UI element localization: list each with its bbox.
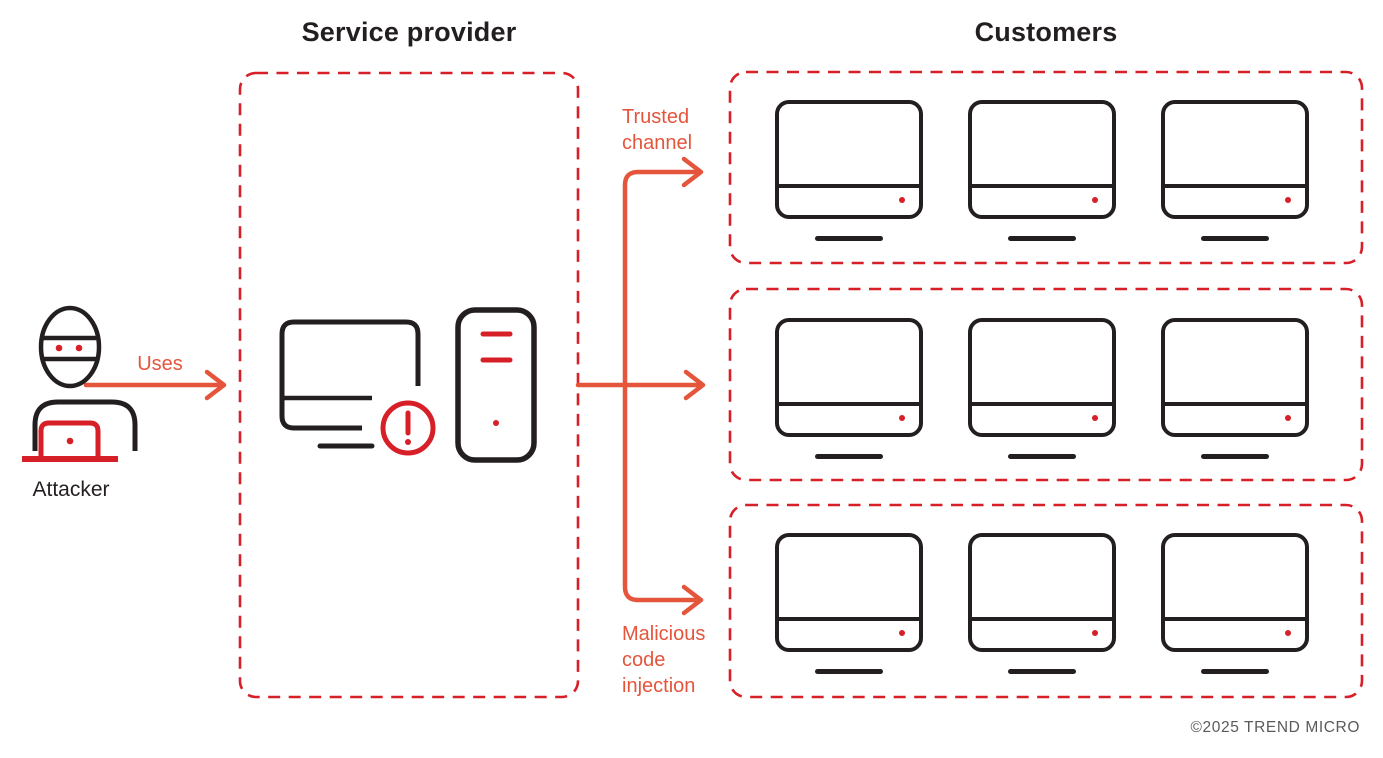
monitor-stand <box>1008 236 1076 241</box>
service-provider-title: Service provider <box>301 17 517 47</box>
monitor-screen <box>1161 318 1309 437</box>
monitor-stand <box>1008 454 1076 459</box>
desktop-monitor-icon <box>1161 318 1309 459</box>
monitor-screen <box>775 100 923 219</box>
malicious-code-injection-label: Malicious code injection <box>622 623 706 697</box>
monitor-chin <box>779 184 919 215</box>
monitor-chin <box>972 617 1112 648</box>
middle-channel-arrowhead <box>683 369 706 401</box>
desktop-monitor-icon <box>968 318 1116 459</box>
power-led-dot <box>899 197 905 203</box>
power-led-dot <box>1092 630 1098 636</box>
customers-title: Customers <box>974 17 1118 47</box>
attacker-head <box>38 305 102 389</box>
attacker-right-eye <box>75 344 83 352</box>
warning-alert-icon <box>380 400 436 456</box>
customer-group-box-3 <box>728 503 1364 699</box>
power-led-dot <box>899 415 905 421</box>
desktop-monitor-icon <box>1161 533 1309 674</box>
ninja-attacker-icon <box>22 305 138 462</box>
monitor-screen <box>775 533 923 652</box>
power-led-dot <box>1092 197 1098 203</box>
customer-monitor-row-3 <box>775 533 1309 674</box>
attacker-shoulders <box>32 399 138 451</box>
monitor-stand <box>1008 669 1076 674</box>
server-led-dot <box>493 420 499 426</box>
monitor-chin <box>1165 402 1305 433</box>
monitor-screen <box>968 318 1116 437</box>
monitor-screen <box>1161 100 1309 219</box>
monitor-stand <box>1201 454 1269 459</box>
desktop-monitor-icon <box>775 533 923 674</box>
monitor-chin <box>779 402 919 433</box>
attacker-label: Attacker <box>32 478 110 501</box>
customer-monitor-row-2 <box>775 318 1309 459</box>
monitor-screen <box>968 100 1116 219</box>
malicious-injection-arrow-line <box>622 382 700 603</box>
server-tower-icon <box>455 307 537 463</box>
monitor-stand <box>815 669 883 674</box>
trusted-channel-arrowhead <box>681 156 704 188</box>
power-led-dot <box>1285 197 1291 203</box>
monitor-screen <box>968 533 1116 652</box>
power-led-dot <box>1285 630 1291 636</box>
customer-group-box-1 <box>728 70 1364 265</box>
monitor-stand <box>1201 669 1269 674</box>
monitor-screen <box>775 318 923 437</box>
uses-arrow-label: Uses <box>137 353 183 375</box>
power-led-dot <box>899 630 905 636</box>
compromised-computer-alert-icon <box>279 319 436 456</box>
trusted-channel-label: Trusted channel <box>622 106 693 154</box>
power-led-dot <box>1092 415 1098 421</box>
customer-group-box-2 <box>728 287 1364 482</box>
desktop-monitor-icon <box>775 318 923 459</box>
monitor-chin <box>779 617 919 648</box>
monitor-chin <box>972 402 1112 433</box>
uses-arrow <box>83 369 227 401</box>
customer-monitor-row-1 <box>775 100 1309 241</box>
monitor-chin <box>1165 617 1305 648</box>
monitor-chin <box>972 184 1112 215</box>
power-led-dot <box>1285 415 1291 421</box>
attacker-left-eye <box>55 344 63 352</box>
monitor-stand <box>815 236 883 241</box>
attacker-laptop-icon <box>22 420 118 462</box>
desktop-monitor-icon <box>968 100 1116 241</box>
monitor-chin <box>1165 184 1305 215</box>
monitor-stand <box>815 454 883 459</box>
trusted-channel-arrow-line <box>622 169 700 388</box>
desktop-monitor-icon <box>968 533 1116 674</box>
provider-monitor-outline <box>279 319 421 431</box>
copyright-text: ©2025 TREND MICRO <box>1190 719 1360 736</box>
desktop-monitor-icon <box>1161 100 1309 241</box>
desktop-monitor-icon <box>775 100 923 241</box>
malicious-injection-arrowhead <box>681 584 704 616</box>
distribution-arrows <box>575 156 706 616</box>
monitor-screen <box>1161 533 1309 652</box>
monitor-stand <box>1201 236 1269 241</box>
